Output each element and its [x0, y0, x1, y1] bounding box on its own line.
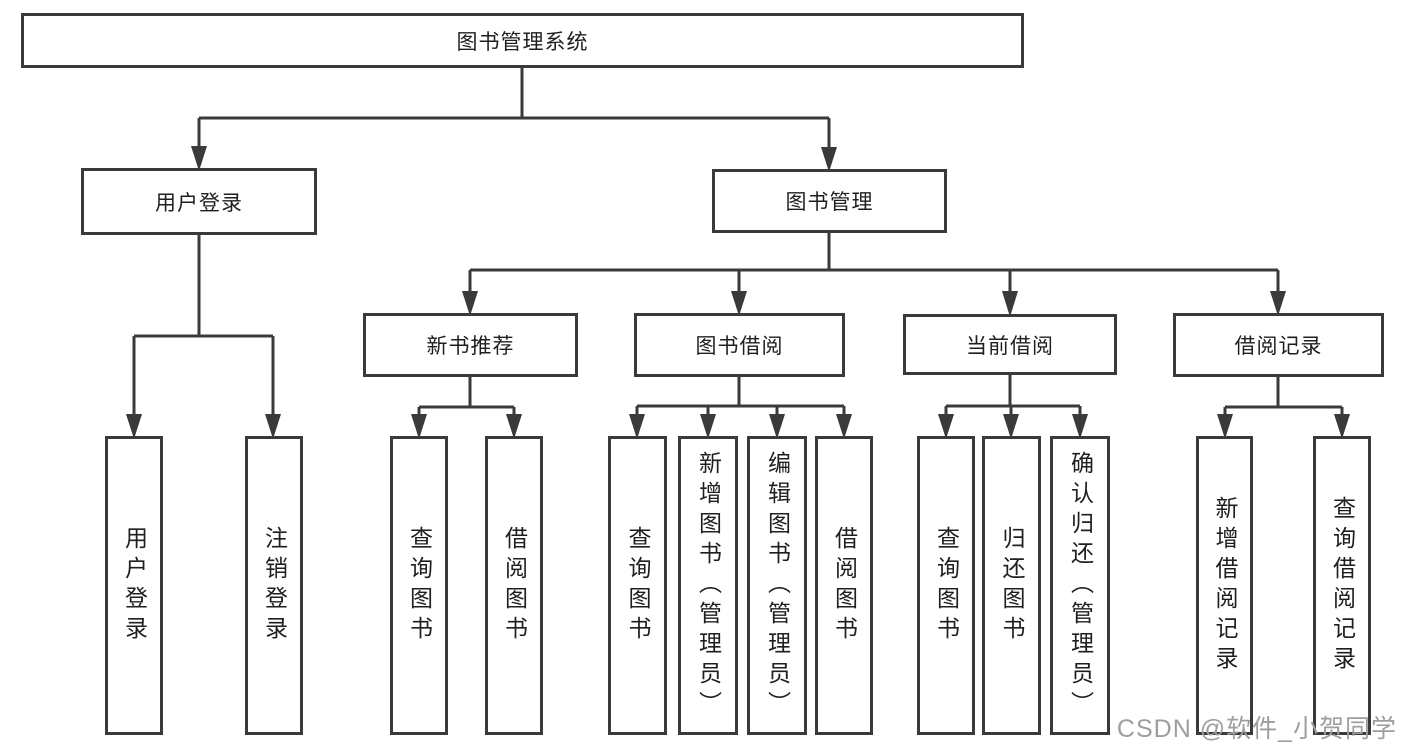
- leaf-label: 查询图书: [933, 525, 960, 646]
- leaf-borrow-books: 借阅图书: [815, 436, 873, 735]
- leaf-label: 借阅图书: [501, 525, 528, 646]
- leaf-label: 注销登录: [261, 525, 288, 646]
- leaf-confirm-return-admin: 确认归还（管理员）: [1050, 436, 1110, 735]
- connector-strokes: [132, 68, 1344, 416]
- leaf-borrow-books-recommend: 借阅图书: [485, 436, 543, 735]
- leaf-user-login: 用户登录: [105, 436, 163, 735]
- leaf-label: 查询图书: [625, 525, 651, 646]
- node-label: 新书推荐: [426, 335, 515, 358]
- leaf-query-books-current: 查询图书: [917, 436, 975, 735]
- leaf-query-books-recommend: 查询图书: [390, 436, 448, 735]
- arrowheads: [126, 146, 1350, 439]
- leaf-label: 编辑图书（管理员）: [764, 450, 791, 721]
- leaf-label: 归还图书: [999, 525, 1025, 646]
- node-book-management: 图书管理: [712, 169, 947, 233]
- node-label: 图书借阅: [695, 335, 784, 358]
- leaf-label: 用户登录: [121, 525, 148, 646]
- leaf-add-borrow-record: 新增借阅记录: [1196, 436, 1253, 735]
- leaf-query-books-borrow: 查询图书: [608, 436, 667, 735]
- leaf-label: 新增借阅记录: [1212, 495, 1238, 676]
- leaf-label: 查询图书: [406, 525, 433, 646]
- leaf-label: 新增图书（管理员）: [695, 450, 722, 721]
- node-label: 图书管理: [785, 191, 874, 214]
- node-label: 图书管理系统: [456, 30, 589, 54]
- node-library-management-system: 图书管理系统: [21, 13, 1024, 68]
- leaf-logout: 注销登录: [245, 436, 303, 735]
- node-borrow-records: 借阅记录: [1173, 313, 1384, 377]
- leaf-add-books-admin: 新增图书（管理员）: [678, 436, 738, 735]
- csdn-watermark: CSDN @软件_小贺同学: [1116, 715, 1397, 743]
- leaf-edit-books-admin: 编辑图书（管理员）: [747, 436, 807, 735]
- leaf-label: 查询借阅记录: [1329, 495, 1356, 676]
- node-book-borrow: 图书借阅: [634, 313, 845, 377]
- leaf-query-borrow-record: 查询借阅记录: [1313, 436, 1371, 735]
- leaf-label: 借阅图书: [831, 525, 858, 646]
- node-label: 借阅记录: [1234, 335, 1323, 358]
- leaf-label: 确认归还（管理员）: [1067, 450, 1094, 721]
- leaf-return-books: 归还图书: [982, 436, 1041, 735]
- node-label: 当前借阅: [966, 334, 1054, 358]
- node-label: 用户登录: [155, 191, 243, 215]
- node-user-login: 用户登录: [81, 168, 317, 235]
- node-current-borrow: 当前借阅: [903, 314, 1117, 375]
- node-new-book-recommend: 新书推荐: [363, 313, 578, 377]
